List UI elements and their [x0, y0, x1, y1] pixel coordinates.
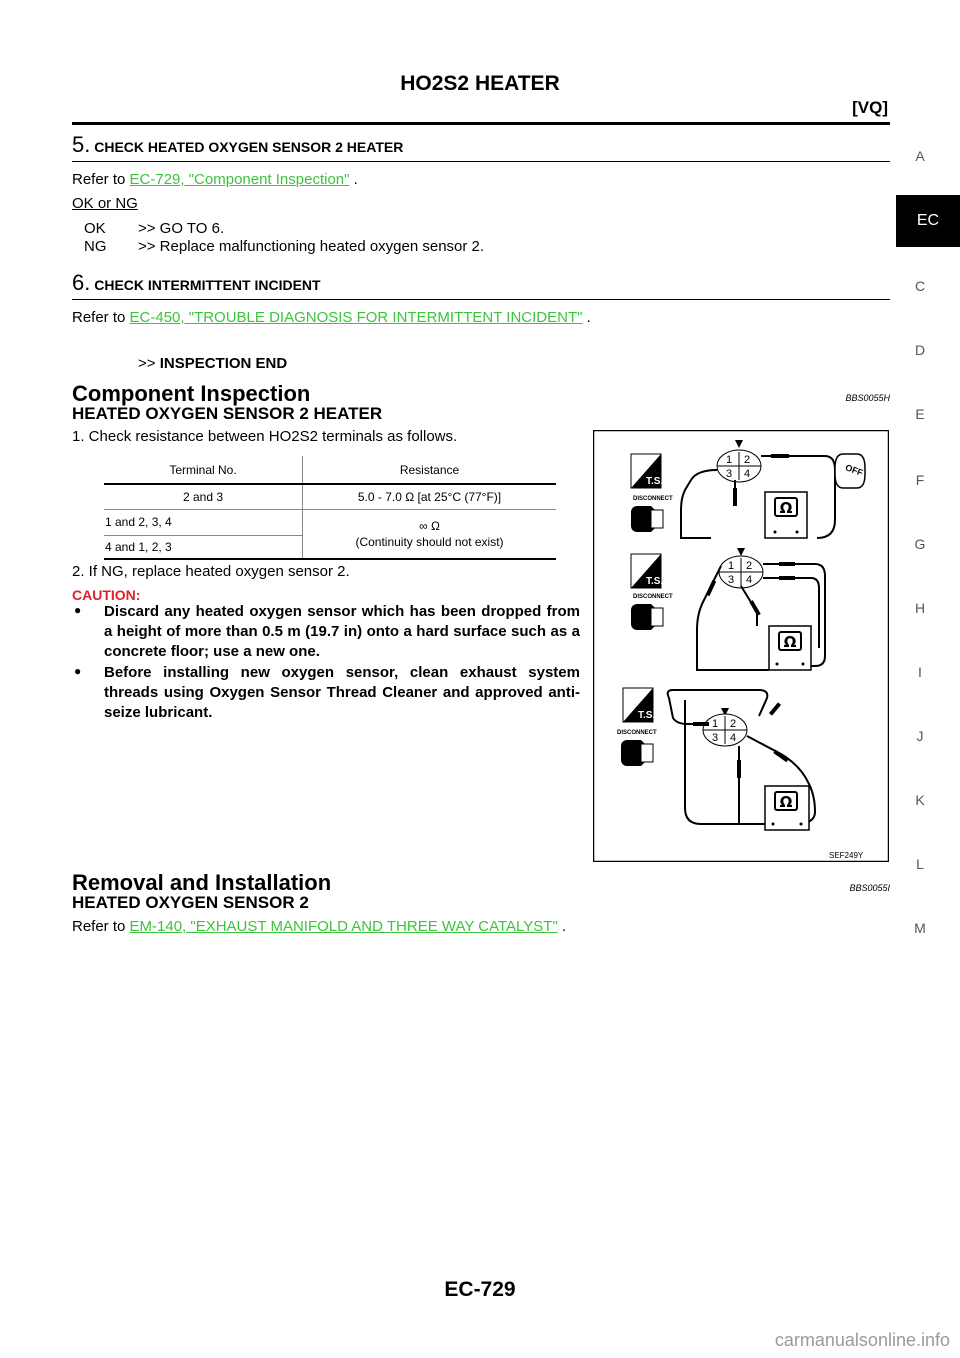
resistance-check-diagram: T.S. DISCONNECT 1 2 3 4 Ω OFF T.S. DISCO… [592, 429, 890, 863]
col-terminal: Terminal No. [104, 456, 303, 484]
ohm-icon: Ω [780, 499, 793, 517]
step5-rule [72, 161, 890, 162]
ts-label: T.S. [638, 710, 655, 721]
infinity-ohm: ∞ Ω [419, 518, 440, 533]
refer-suffix: . [557, 918, 567, 935]
index-i[interactable]: I [918, 664, 922, 680]
pin-2: 2 [744, 454, 750, 466]
watermark: carmanualsonline.info [774, 1330, 950, 1350]
cell-resistance: 5.0 - 7.0 Ω [at 25°C (77°F)] [357, 489, 502, 504]
page-title: HO2S2 HEATER [400, 72, 560, 95]
bullet-icon: ● [74, 603, 82, 617]
disconnect-label: DISCONNECT [617, 730, 657, 736]
end-arrow: >> [138, 355, 156, 372]
continuity-note: (Continuity should not exist) [355, 534, 504, 549]
ok-action: >> GO TO 6. [138, 220, 225, 237]
index-j[interactable]: J [916, 728, 924, 744]
removal-link[interactable]: EM-140, "EXHAUST MANIFOLD AND THREE WAY … [129, 918, 558, 935]
col-resistance: Resistance [399, 462, 460, 477]
step6-rule [72, 299, 890, 300]
figure-code: SEF249Y [829, 851, 864, 860]
table-row: 1 and 2, 3, 4 ∞ Ω (Continuity should not… [104, 509, 556, 549]
pin-3: 3 [712, 732, 718, 744]
inspection-end: >> INSPECTION END [138, 355, 287, 372]
index-d[interactable]: D [914, 342, 926, 358]
index-f[interactable]: F [915, 472, 925, 488]
pin-2: 2 [746, 560, 752, 572]
step6-link[interactable]: EC-450, "TROUBLE DIAGNOSIS FOR INTERMITT… [129, 309, 583, 326]
panel-3: T.S. DISCONNECT 1 2 3 4 Ω [617, 687, 817, 831]
step5-refer: Refer to EC-729, "Component Inspection" … [72, 171, 358, 188]
pin-3: 3 [726, 468, 732, 480]
step5-number: 5. [72, 132, 91, 157]
page-number: EC-729 [444, 1278, 516, 1301]
refer-suffix: . [582, 309, 591, 326]
step5-heading: 5. CHECK HEATED OXYGEN SENSOR 2 HEATER [72, 132, 403, 158]
component-code: BBS0055H [845, 393, 890, 403]
removal-subtitle: HEATED OXYGEN SENSOR 2 [72, 893, 309, 912]
pin-1: 1 [712, 718, 718, 730]
removal-code: BBS0055I [849, 883, 890, 893]
section-label: [VQ] [852, 98, 888, 117]
step5-title: CHECK HEATED OXYGEN SENSOR 2 HEATER [94, 139, 404, 155]
index-ec-tab[interactable]: EC [896, 195, 960, 247]
wiring-figure: T.S. DISCONNECT 1 2 3 4 Ω OFF T.S. DISCO… [592, 429, 890, 863]
pin-3: 3 [728, 574, 734, 586]
caution-bullet-1: Discard any heated oxygen sensor which h… [104, 603, 580, 660]
pin-4: 4 [730, 732, 736, 744]
step6-heading: 6. CHECK INTERMITTENT INCIDENT [72, 270, 321, 296]
caution-label: CAUTION: [72, 587, 141, 603]
resistance-table: Terminal No. Resistance 2 and 3 5.0 - 7.… [104, 456, 556, 560]
removal-title: Removal and Installation [72, 870, 332, 895]
ok-key: OK [84, 220, 106, 237]
refer-prefix: Refer to [72, 309, 130, 326]
index-c[interactable]: C [914, 278, 926, 294]
cell-terminal: 2 and 3 [104, 484, 303, 509]
refer-prefix: Refer to [72, 918, 130, 935]
ng-action: >> Replace malfunctioning heated oxygen … [138, 238, 485, 255]
cell-terminal: 4 and 1, 2, 3 [104, 535, 303, 559]
index-h[interactable]: H [914, 600, 926, 616]
step6-refer: Refer to EC-450, "TROUBLE DIAGNOSIS FOR … [72, 309, 591, 326]
step6-number: 6. [72, 270, 91, 295]
component-subtitle: HEATED OXYGEN SENSOR 2 HEATER [72, 404, 383, 423]
index-k[interactable]: K [915, 792, 925, 808]
bullet-icon: ● [74, 664, 82, 678]
caution-bullet-2: Before installing new oxygen sensor, cle… [104, 664, 580, 721]
step-1-text: 1. Check resistance between HO2S2 termin… [72, 428, 458, 445]
disconnect-label: DISCONNECT [633, 496, 673, 502]
step6-title: CHECK INTERMITTENT INCIDENT [94, 277, 321, 293]
table-header-row: Terminal No. Resistance [104, 456, 556, 484]
ohm-icon: Ω [780, 793, 793, 811]
panel-1: T.S. DISCONNECT 1 2 3 4 Ω OFF [630, 440, 866, 539]
index-a[interactable]: A [915, 148, 925, 164]
cell-terminal: 1 and 2, 3, 4 [104, 509, 303, 535]
pin-1: 1 [728, 560, 734, 572]
disconnect-label: DISCONNECT [633, 594, 673, 600]
component-inspection-title: Component Inspection [72, 381, 311, 406]
step-2-text: 2. If NG, replace heated oxygen sensor 2… [72, 563, 350, 580]
pin-1: 1 [726, 454, 732, 466]
cell-resistance-merged: ∞ Ω (Continuity should not exist) [303, 509, 557, 559]
refer-prefix: Refer to [72, 171, 130, 188]
refer-suffix: . [349, 171, 358, 188]
pin-4: 4 [746, 574, 752, 586]
ng-key: NG [84, 238, 107, 255]
panel-2: T.S. DISCONNECT 1 2 3 4 Ω [630, 548, 826, 671]
end-text: INSPECTION END [159, 355, 288, 372]
header-rule [72, 122, 890, 125]
removal-refer: Refer to EM-140, "EXHAUST MANIFOLD AND T… [72, 918, 566, 935]
ts-label: T.S. [646, 476, 663, 487]
index-g[interactable]: G [914, 536, 926, 552]
pin-4: 4 [744, 468, 750, 480]
ok-or-ng-label: OK or NG [72, 195, 138, 212]
ohm-icon: Ω [784, 633, 797, 651]
index-l[interactable]: L [916, 856, 924, 872]
index-e[interactable]: E [915, 406, 925, 422]
ts-label: T.S. [646, 576, 663, 587]
index-m[interactable]: M [914, 920, 926, 936]
table-row: 2 and 3 5.0 - 7.0 Ω [at 25°C (77°F)] [104, 484, 556, 509]
step5-link[interactable]: EC-729, "Component Inspection" [129, 171, 350, 188]
pin-2: 2 [730, 718, 736, 730]
